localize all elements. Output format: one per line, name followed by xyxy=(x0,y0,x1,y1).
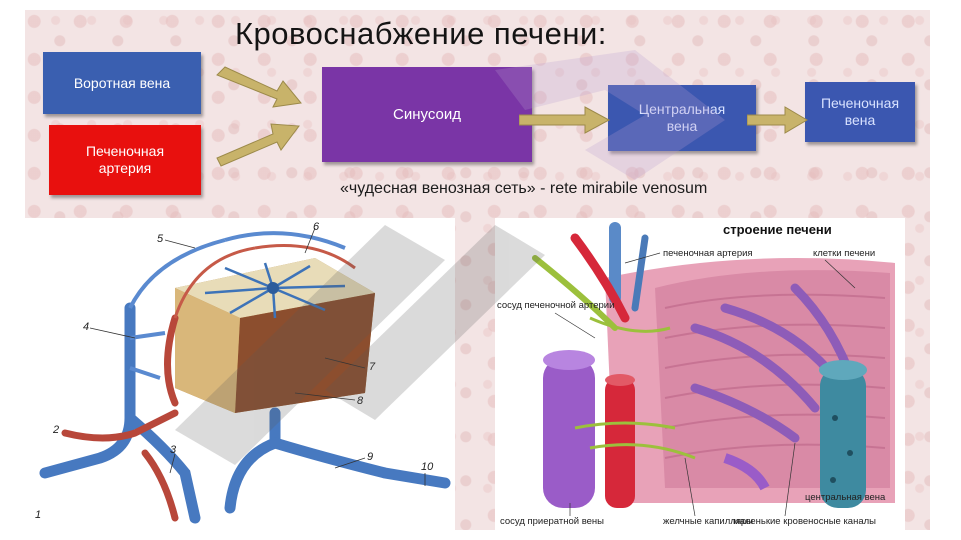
lobule-number-5: 5 xyxy=(157,233,164,245)
structure-title: строение печени xyxy=(723,222,832,237)
lobule-number-8: 8 xyxy=(357,395,364,407)
central-vein-box: Центральная вена xyxy=(608,85,756,151)
lobule-number-3: 3 xyxy=(170,444,177,456)
lobule-number-10: 10 xyxy=(421,461,434,473)
label-artery-vessel: сосуд печеночной артерии xyxy=(497,300,614,311)
hepatic-vein-box: Печеночная вена xyxy=(805,82,915,142)
lobule-number-4: 4 xyxy=(83,321,89,333)
central-vein-label: Центральная вена xyxy=(638,101,726,134)
arrow-sinusoid-to-central xyxy=(519,106,611,134)
label-central-vein: центральная вена xyxy=(805,492,886,503)
lobule-number-9: 9 xyxy=(367,451,373,463)
slide: Кровоснабжение печени: Воротная вена Печ… xyxy=(25,10,930,530)
label-liver-cells: клетки печени xyxy=(813,248,875,259)
sinusoid-box: Синусоид xyxy=(322,67,532,162)
liver-structure-illustration: строение печени печеночная артерия клетк… xyxy=(495,218,905,530)
lobule-number-1: 1 xyxy=(35,509,41,521)
slide-title: Кровоснабжение печени: xyxy=(235,16,607,51)
hepatic-vein-label: Печеночная вена xyxy=(820,95,900,128)
label-hepatic-artery: печеночная артерия xyxy=(663,248,753,259)
lobule-number-7: 7 xyxy=(369,361,376,373)
slide-subtitle: «чудесная венозная сеть» - rete mirabile… xyxy=(340,180,708,197)
label-portal-vessel: сосуд приератной вены xyxy=(500,516,604,527)
hepatic-artery-label: Печеночная артерия xyxy=(85,143,165,176)
arrow-artery-to-sinusoid xyxy=(216,123,300,167)
portal-vein-box: Воротная вена xyxy=(43,52,201,114)
label-small-channels: маленькие кровеносные каналы xyxy=(733,516,876,527)
label-bile-capillaries: желчные капилляры xyxy=(663,516,753,527)
hepatic-artery-box: Печеночная артерия xyxy=(49,125,201,195)
arrow-central-to-hepatic xyxy=(747,106,808,134)
arrow-portal-to-sinusoid xyxy=(216,66,302,108)
lobule-number-2: 2 xyxy=(52,424,59,436)
lobule-number-6: 6 xyxy=(313,221,320,233)
lobule-illustration: 1 2 3 4 5 6 7 8 9 10 xyxy=(25,218,455,530)
